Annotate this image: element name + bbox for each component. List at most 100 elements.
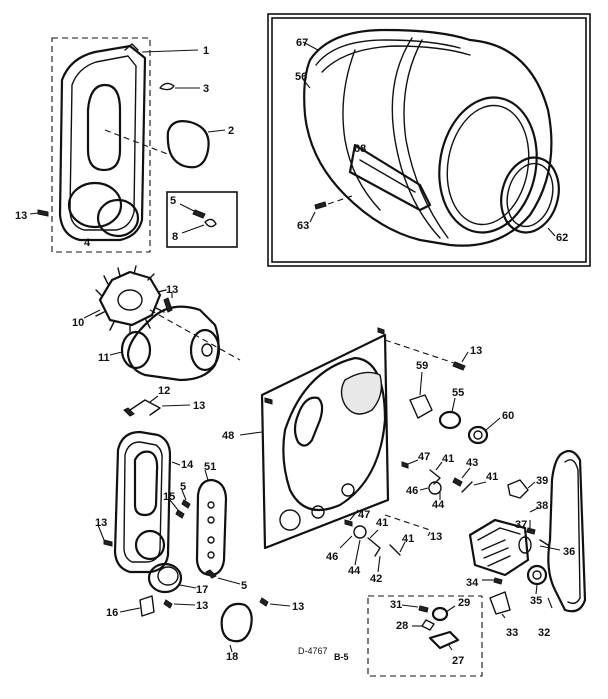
bracket-part-12 [129,399,161,416]
idler-group-box [367,595,483,677]
leader-15 [169,499,179,511]
leader-13f [269,603,291,607]
callout-41-low: 41 [376,517,388,529]
spacer-part-28 [421,619,435,631]
screw-part-13-cap [259,597,269,607]
leader-60 [485,417,501,431]
fastener-group-box [166,191,238,248]
callout-31: 31 [390,599,402,611]
screw-part-34 [493,577,503,585]
spacer-part-46-low [353,525,367,539]
leader-55 [451,397,456,413]
rear-duct-inner-edge [69,55,137,231]
leader-5c [217,577,241,585]
callout-44-top: 44 [432,499,445,511]
drive-belt-inner [564,459,581,605]
callout-11: 11 [98,352,110,364]
leader-43 [461,467,471,479]
callout-41-top: 41 [442,453,454,465]
rear-duct-group [29,37,226,253]
assembly-line-seal [104,129,171,156]
bulkhead-drum-ring [282,356,387,512]
callout-32: 32 [538,627,550,639]
callout-10: 10 [72,317,84,329]
leader-42 [377,555,381,573]
leader-41a [435,461,443,471]
clip-part-3 [159,82,175,91]
callout-5-filter: 5 [241,580,247,592]
callout-63: 63 [297,220,309,232]
leader-62 [547,227,556,237]
leader-31 [401,604,419,608]
leader-47b [349,509,359,521]
leader-59 [419,371,423,396]
drawing-code: D-4767 [298,646,328,656]
blower-housing-outlet [189,328,221,372]
leader-29 [445,605,456,613]
bulkhead-top-clip [377,327,385,335]
screw-part-37 [526,527,536,535]
leader-1 [141,49,199,53]
clip-part-8 [204,218,217,228]
callout-48: 48 [222,430,234,442]
leader-5a [179,203,195,212]
motor-body [468,518,530,577]
bracket-part-41-low [367,537,381,557]
callout-60: 60 [502,410,514,422]
lint-duct-part-14 [113,430,172,574]
callout-8: 8 [172,231,178,243]
thermostat-part-59 [409,394,433,419]
blower-housing-part-11 [126,305,220,382]
callout-38: 38 [536,500,548,512]
leader-18 [229,644,233,653]
leader-46a [419,487,429,491]
drum-shell [303,28,553,247]
idler-group [367,595,483,677]
drum-group-box-inner [271,17,587,263]
callout-55: 55 [452,387,464,399]
callout-labels: 1 3 2 4 5 8 13 67 56 68 63 62 10 11 13 1… [15,37,575,667]
callout-67: 67 [296,37,308,49]
assembly-line-lower [384,514,431,531]
blower-outlet-hub [201,343,213,357]
bulkhead-perforated-grille [340,371,383,415]
rear-duct-upper-opening [86,83,122,172]
screw-part-13-bulkhead [452,361,466,371]
leader-41d [399,541,406,553]
blower-wheel-hub [117,289,143,311]
callout-47-top: 47 [418,451,430,463]
callout-13-duct: 13 [95,517,107,529]
bulkhead-panel-part-48 [260,333,390,550]
screw-part-5-filter [205,569,217,579]
filter-housing-hole-1 [207,501,215,509]
callout-13-cap: 13 [292,601,304,613]
leader-11 [109,351,123,356]
leader-39 [527,481,536,489]
callout-18: 18 [226,651,238,663]
inlet-ring-inner [157,566,179,586]
leader-5b [181,489,187,501]
screw-part-5-duct [181,499,191,509]
callout-3: 3 [203,83,209,95]
bulkhead-hole-lower-left [279,509,301,531]
callout-17: 17 [196,584,208,596]
callout-27: 27 [452,655,464,667]
motor-shaft-part-36 [539,539,549,546]
leader-67 [302,41,319,51]
leader-33 [501,613,506,619]
leader-51 [204,469,209,481]
motor-top-edge [477,527,521,541]
rod-part-41 [461,481,473,493]
callout-41-rod: 41 [486,471,498,483]
assembly-line-bulkhead [384,339,461,366]
callout-46-top: 46 [406,485,418,497]
callout-35: 35 [530,595,542,607]
callout-36: 36 [563,546,575,558]
blower-housing-inlet [120,330,152,370]
leader-14 [171,461,181,466]
rod-part-41-low [389,544,401,556]
rear-duct-gasket [96,198,140,238]
callout-51: 51 [204,461,216,473]
leader-17 [179,584,197,589]
callout-13-blower: 13 [166,284,178,296]
